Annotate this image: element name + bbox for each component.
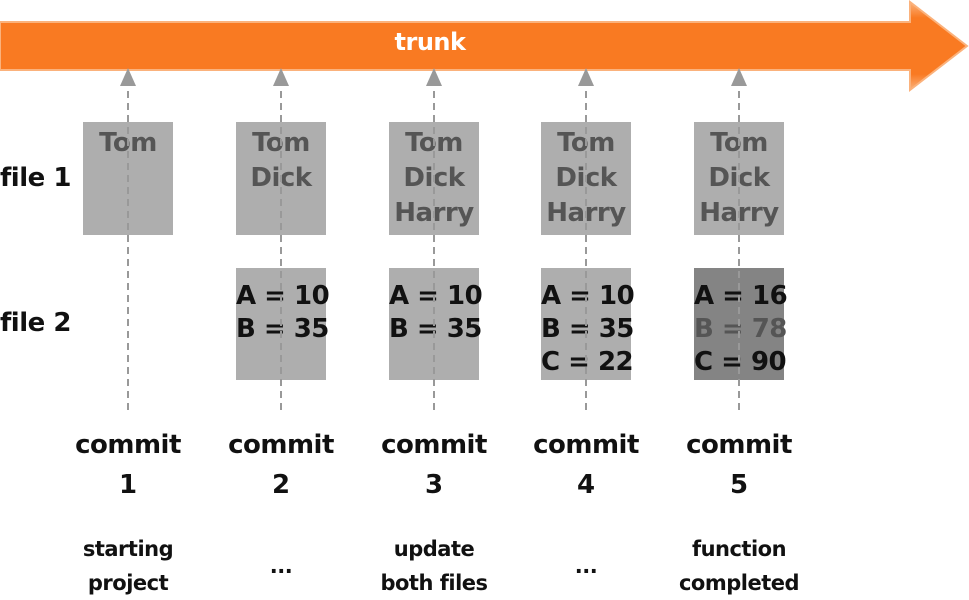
description-line: ... bbox=[269, 554, 293, 578]
description-line: both files bbox=[380, 571, 488, 595]
file-1-label: file 1 bbox=[0, 163, 71, 193]
file-2-line: B = 35 bbox=[389, 314, 482, 344]
file-1-line: Harry bbox=[699, 198, 779, 228]
file-1-line: Dick bbox=[555, 163, 617, 193]
description-line: function bbox=[691, 537, 787, 561]
commit-2-file-2-box: A = 10 B = 35 bbox=[236, 268, 330, 380]
commit-4-file-1-box: Tom Dick Harry bbox=[541, 122, 631, 235]
commit-3-file-1-box: Tom Dick Harry bbox=[389, 122, 479, 235]
commit-number: 3 bbox=[424, 470, 444, 500]
commit-3-description: update both files bbox=[349, 532, 519, 600]
file-1-line: Harry bbox=[394, 198, 474, 228]
file-2-line: C = 22 bbox=[541, 347, 634, 377]
commit-word: commit bbox=[228, 430, 334, 460]
commit-4-description: ... bbox=[501, 549, 671, 583]
commit-number: 5 bbox=[729, 470, 749, 500]
commit-5-file-2-box: A = 16 B = 78 C = 90 bbox=[694, 268, 788, 380]
file-1-line: Tom bbox=[557, 128, 615, 158]
file-1-line: Dick bbox=[250, 163, 312, 193]
commit-3-file-2-box: A = 10 B = 35 bbox=[389, 268, 483, 380]
description-line: completed bbox=[678, 571, 800, 595]
commit-1-label: commit 1 bbox=[48, 425, 208, 505]
file-2-line: B = 35 bbox=[541, 314, 634, 344]
commit-5-file-1-box: Tom Dick Harry bbox=[694, 122, 784, 235]
commit-word: commit bbox=[381, 430, 487, 460]
commit-3-label: commit 3 bbox=[354, 425, 514, 505]
commit-word: commit bbox=[686, 430, 792, 460]
file-1-line: Tom bbox=[405, 128, 463, 158]
description-line: starting bbox=[82, 537, 174, 561]
commit-5-description: function completed bbox=[654, 532, 824, 600]
commit-number: 1 bbox=[118, 470, 138, 500]
commit-word: commit bbox=[533, 430, 639, 460]
description-line: update bbox=[393, 537, 475, 561]
description-line: project bbox=[87, 571, 169, 595]
commit-2-file-1-box: Tom Dick bbox=[236, 122, 326, 235]
file-1-line: Tom bbox=[710, 128, 768, 158]
commit-1-file-1-box: Tom bbox=[83, 122, 173, 235]
file-2-line: B = 78 bbox=[694, 314, 787, 344]
file-2-line: C = 90 bbox=[694, 347, 787, 377]
commit-4-label: commit 4 bbox=[506, 425, 666, 505]
commit-2-description: ... bbox=[196, 549, 366, 583]
file-1-line: Harry bbox=[546, 198, 626, 228]
file-2-label: file 2 bbox=[0, 308, 71, 338]
commit-number: 4 bbox=[576, 470, 596, 500]
file-1-line: Dick bbox=[708, 163, 770, 193]
commit-connectors bbox=[120, 68, 747, 410]
commit-1-description: starting project bbox=[43, 532, 213, 600]
file-2-line: A = 10 bbox=[389, 281, 483, 311]
trunk-label: trunk bbox=[394, 28, 466, 56]
commit-word: commit bbox=[75, 430, 181, 460]
description-line: ... bbox=[574, 554, 598, 578]
file-2-line: A = 10 bbox=[541, 281, 635, 311]
file-2-line: B = 35 bbox=[236, 314, 329, 344]
file-2-line: A = 16 bbox=[694, 281, 788, 311]
file-1-line: Dick bbox=[403, 163, 465, 193]
commit-number: 2 bbox=[271, 470, 291, 500]
file-1-line: Tom bbox=[252, 128, 310, 158]
file-1-line: Tom bbox=[99, 128, 157, 158]
trunk-arrow bbox=[0, 0, 969, 93]
commit-5-label: commit 5 bbox=[659, 425, 819, 505]
commit-4-file-2-box: A = 10 B = 35 C = 22 bbox=[541, 268, 635, 380]
commit-2-label: commit 2 bbox=[201, 425, 361, 505]
file-2-line: A = 10 bbox=[236, 281, 330, 311]
